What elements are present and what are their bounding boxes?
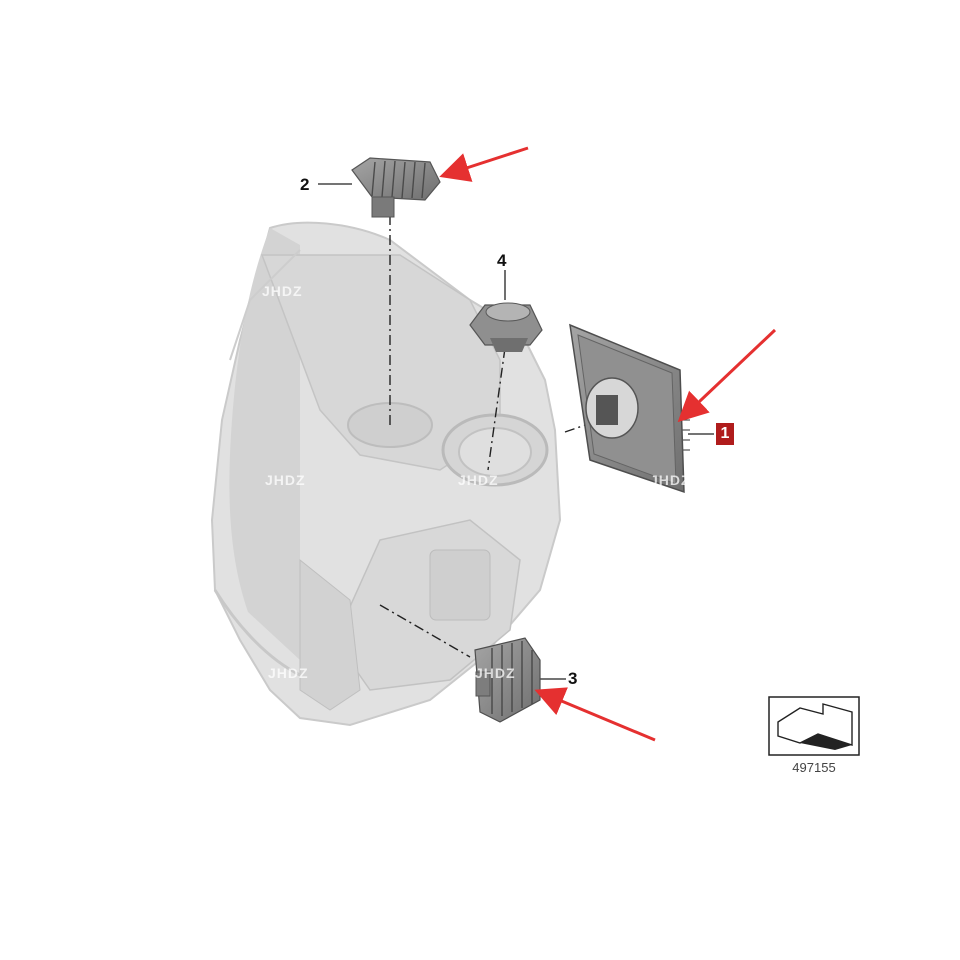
reference-icon-box [768,696,860,756]
reference-number: 497155 [792,760,836,775]
watermark: JHDZ [265,472,306,488]
part-4-igniter [469,302,543,352]
part-2-module [351,157,441,218]
leader-line-1 [564,419,601,433]
part-1-ballast [569,323,690,494]
headlight-housing [210,221,562,727]
watermark: JHDZ [458,472,499,488]
arrow-to-part-3 [534,687,656,742]
watermark: JHDZ [650,472,691,488]
part-3-module [474,637,541,723]
leader-line-3 [379,604,471,658]
watermark: JHDZ [262,283,303,299]
callout-label-3: 3 [568,669,578,688]
arrow-to-part-2 [439,146,529,182]
callout-ticks [318,183,714,680]
arrow-to-part-1 [677,328,777,423]
leader-lines [379,215,601,658]
watermark: JHDZ [475,665,516,681]
leader-line-4 [487,347,506,471]
red-arrows [439,146,777,742]
callout-label-2: 2 [300,175,310,194]
callout-label-4: 4 [497,251,507,270]
callout-label-1: 1 [716,423,734,445]
watermark: JHDZ [268,665,309,681]
